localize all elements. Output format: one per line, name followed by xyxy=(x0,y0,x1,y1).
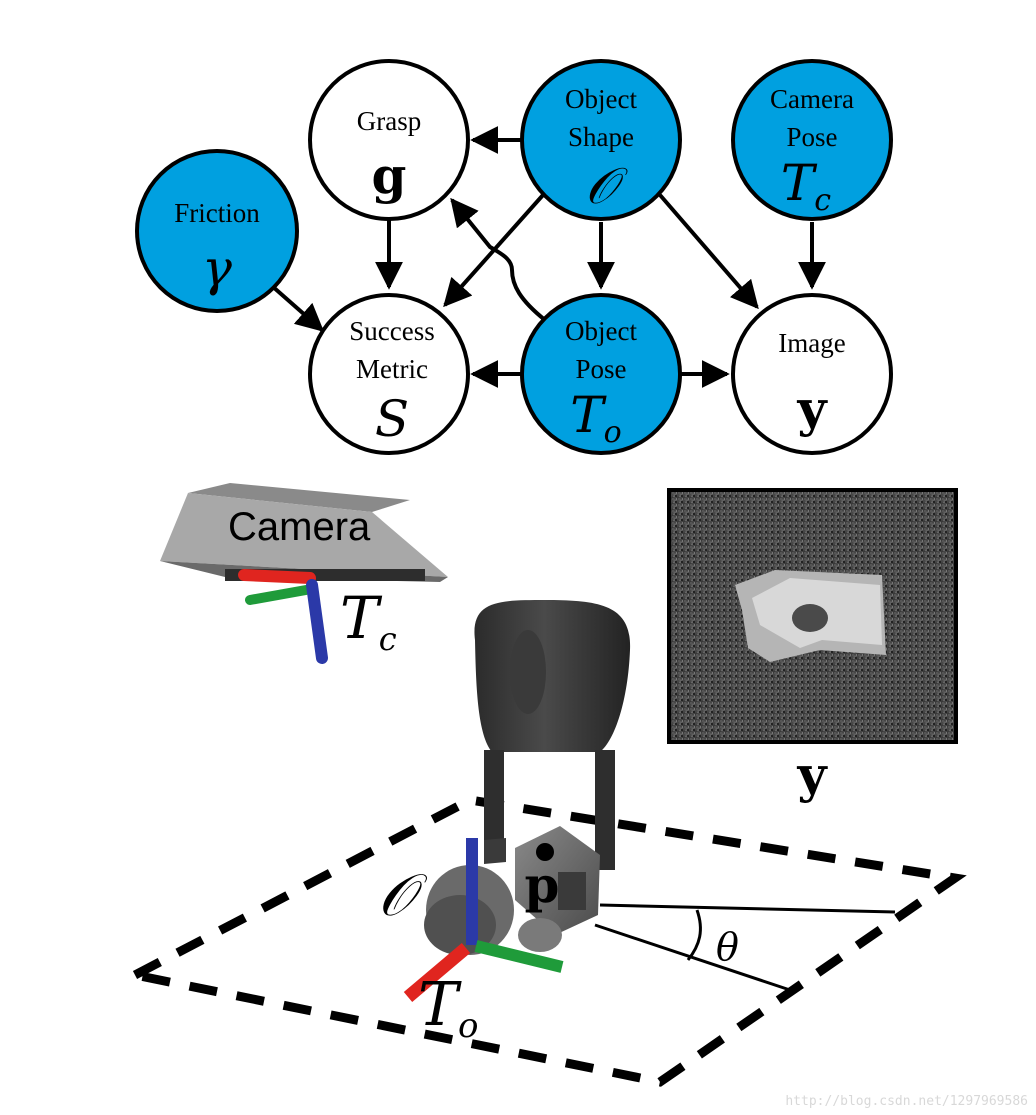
object-pose-label: To xyxy=(418,970,479,1046)
node-success-metric-label-2: Metric xyxy=(356,354,428,384)
node-success-metric-circle xyxy=(308,293,470,455)
node-camera-pose-circle xyxy=(731,59,893,221)
gripper-finger-left-pad xyxy=(484,838,506,864)
object-pose-label-T: T xyxy=(418,970,462,1040)
camera-pose-sub: c xyxy=(814,183,831,218)
grasp-center-label: p xyxy=(525,855,560,914)
object-slot xyxy=(558,872,586,910)
node-image-label: Image xyxy=(778,328,845,358)
node-success-metric-symbol: S xyxy=(375,390,409,448)
node-grasp-symbol: g xyxy=(372,146,407,205)
node-camera-pose: Camera Pose Tc xyxy=(731,59,893,221)
grasp-center-point xyxy=(536,843,554,861)
node-camera-pose-symbol: Tc xyxy=(781,154,831,218)
object-axis-x xyxy=(403,943,471,1002)
node-object-shape: Object Shape 𝒪 xyxy=(520,59,682,221)
camera-pose-label-T: T xyxy=(340,584,383,652)
camera-frame-axes xyxy=(238,569,328,664)
camera-axis-z xyxy=(306,579,328,664)
object-shape-label: 𝒪 xyxy=(378,861,428,929)
camera-axis-y xyxy=(245,585,311,605)
node-success-metric: Success Metric S xyxy=(308,293,470,455)
angle-arc xyxy=(686,909,702,961)
node-friction: Friction γ xyxy=(135,149,299,313)
graph-edges xyxy=(270,126,826,388)
camera-body-front xyxy=(160,493,448,577)
watermark-text: http://blog.csdn.net/1297969586 xyxy=(785,1094,1028,1109)
node-grasp-circle xyxy=(308,59,470,221)
node-success-metric-label-1: Success xyxy=(349,316,434,346)
object-cylinder xyxy=(518,918,562,952)
node-object-pose-label-1: Object xyxy=(565,316,637,346)
camera-model: Camera xyxy=(160,483,448,582)
table-plane xyxy=(121,795,967,1087)
node-object-shape-label-2: Shape xyxy=(568,122,634,152)
node-image-circle xyxy=(731,293,893,455)
angle-ray-grasp xyxy=(594,923,791,992)
camera-axis-x xyxy=(238,569,316,584)
node-object-pose-symbol: To xyxy=(570,386,621,450)
depth-image xyxy=(667,488,958,744)
object-axis-y xyxy=(474,940,564,973)
gripper-body-panel xyxy=(510,630,546,714)
angle-ray-reference xyxy=(599,903,896,914)
object-pose-sub: o xyxy=(604,415,622,450)
camera-label: Camera xyxy=(228,505,371,549)
node-object-pose: Object Pose To xyxy=(520,293,682,455)
camera-pose-label-sub: c xyxy=(379,620,397,658)
camera-pose-label: Tc xyxy=(340,584,397,658)
node-image: Image y xyxy=(731,293,893,455)
node-object-shape-circle xyxy=(520,59,682,221)
edge-shape-to-image xyxy=(658,193,759,310)
node-camera-pose-label-1: Camera xyxy=(770,84,854,114)
camera-body-top xyxy=(188,483,410,512)
node-image-symbol: y xyxy=(796,379,828,438)
gripper-model xyxy=(474,600,631,870)
edge-friction-to-success xyxy=(270,284,325,332)
image-y-label: y xyxy=(796,745,828,804)
node-grasp-label: Grasp xyxy=(357,106,421,136)
object-frame-axes xyxy=(403,838,564,1002)
node-object-pose-circle xyxy=(520,293,682,455)
edge-pose-to-grasp xyxy=(450,197,547,322)
node-object-pose-label-2: Pose xyxy=(575,354,626,384)
grasp-angle: θ xyxy=(594,903,896,992)
camera-pose-T: T xyxy=(781,154,818,212)
node-grasp: Grasp g xyxy=(308,59,470,221)
node-friction-circle xyxy=(135,149,299,313)
gripper-finger-left xyxy=(484,750,504,845)
node-friction-symbol: γ xyxy=(202,239,232,297)
node-object-shape-label-1: Object xyxy=(565,84,637,114)
node-camera-pose-label-2: Pose xyxy=(786,122,837,152)
depth-image-object-hole xyxy=(792,604,828,632)
object-pose-label-sub: o xyxy=(458,1006,478,1046)
gripper-body xyxy=(474,600,631,752)
object-pose-T: T xyxy=(570,386,607,444)
gripper-finger-right xyxy=(595,750,615,870)
object-model xyxy=(424,826,600,955)
angle-theta-label: θ xyxy=(716,925,739,969)
node-friction-label: Friction xyxy=(174,198,260,228)
